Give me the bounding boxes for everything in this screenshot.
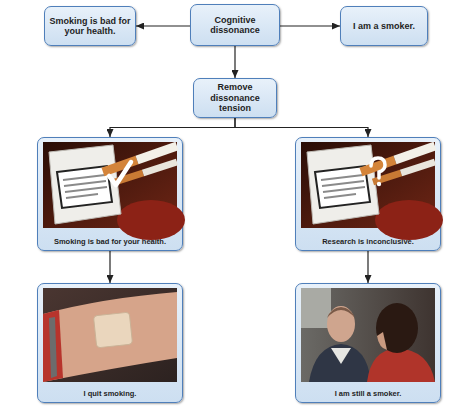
arm-shape xyxy=(43,292,177,382)
arrow-connector xyxy=(109,251,110,283)
node-text: Research is inconclusive. xyxy=(322,238,414,247)
node-text: Cognitive dissonance xyxy=(195,15,275,36)
question-symbol xyxy=(371,158,385,178)
watch-strap xyxy=(49,317,57,378)
arrow-connector xyxy=(235,118,368,137)
node-text: I am still a smoker. xyxy=(335,390,402,399)
photo-background xyxy=(43,288,177,382)
window-light xyxy=(301,288,331,328)
node-text: Remove dissonance tension xyxy=(198,82,272,113)
arrow-connector xyxy=(280,25,340,26)
person-hair xyxy=(327,307,355,318)
wrist-band xyxy=(43,310,63,382)
node-text: Smoking is bad for your health. xyxy=(54,238,166,247)
person-head xyxy=(376,303,418,353)
photo-box: I am still a smoker. xyxy=(295,283,441,403)
concept-box: Cognitive dissonance xyxy=(190,4,280,46)
nicotine-patch xyxy=(93,312,132,348)
photo-arm-patch xyxy=(43,288,177,382)
photo-pack-question xyxy=(301,142,443,240)
concept-box: Smoking is bad for your health. xyxy=(44,6,136,46)
shirt-collar xyxy=(331,348,351,364)
photo-box: Research is inconclusive. xyxy=(295,137,441,251)
pack-photo xyxy=(43,142,185,240)
person-body xyxy=(367,348,435,382)
photo-pack-check xyxy=(43,142,185,240)
person-head xyxy=(327,306,355,342)
photo-box: I quit smoking. xyxy=(37,283,183,403)
node-text: Smoking is bad for your health. xyxy=(49,16,131,37)
arrow-connector xyxy=(110,118,235,137)
concept-box: I am a smoker. xyxy=(340,6,428,46)
pack-photo xyxy=(301,142,443,240)
question-symbol-dot xyxy=(377,182,381,186)
photo-box: Smoking is bad for your health. xyxy=(37,137,183,251)
node-text: I quit smoking. xyxy=(84,390,137,399)
check-mark xyxy=(109,162,131,185)
arrow-connector xyxy=(234,46,235,78)
person-body xyxy=(309,344,371,382)
photo-people xyxy=(301,288,435,382)
photo-background xyxy=(301,288,435,382)
concept-box: Remove dissonance tension xyxy=(193,78,277,118)
arrow-connector xyxy=(136,25,190,26)
person-cheek xyxy=(377,332,387,350)
node-text: I am a smoker. xyxy=(353,21,415,31)
arrow-connector xyxy=(367,251,368,283)
